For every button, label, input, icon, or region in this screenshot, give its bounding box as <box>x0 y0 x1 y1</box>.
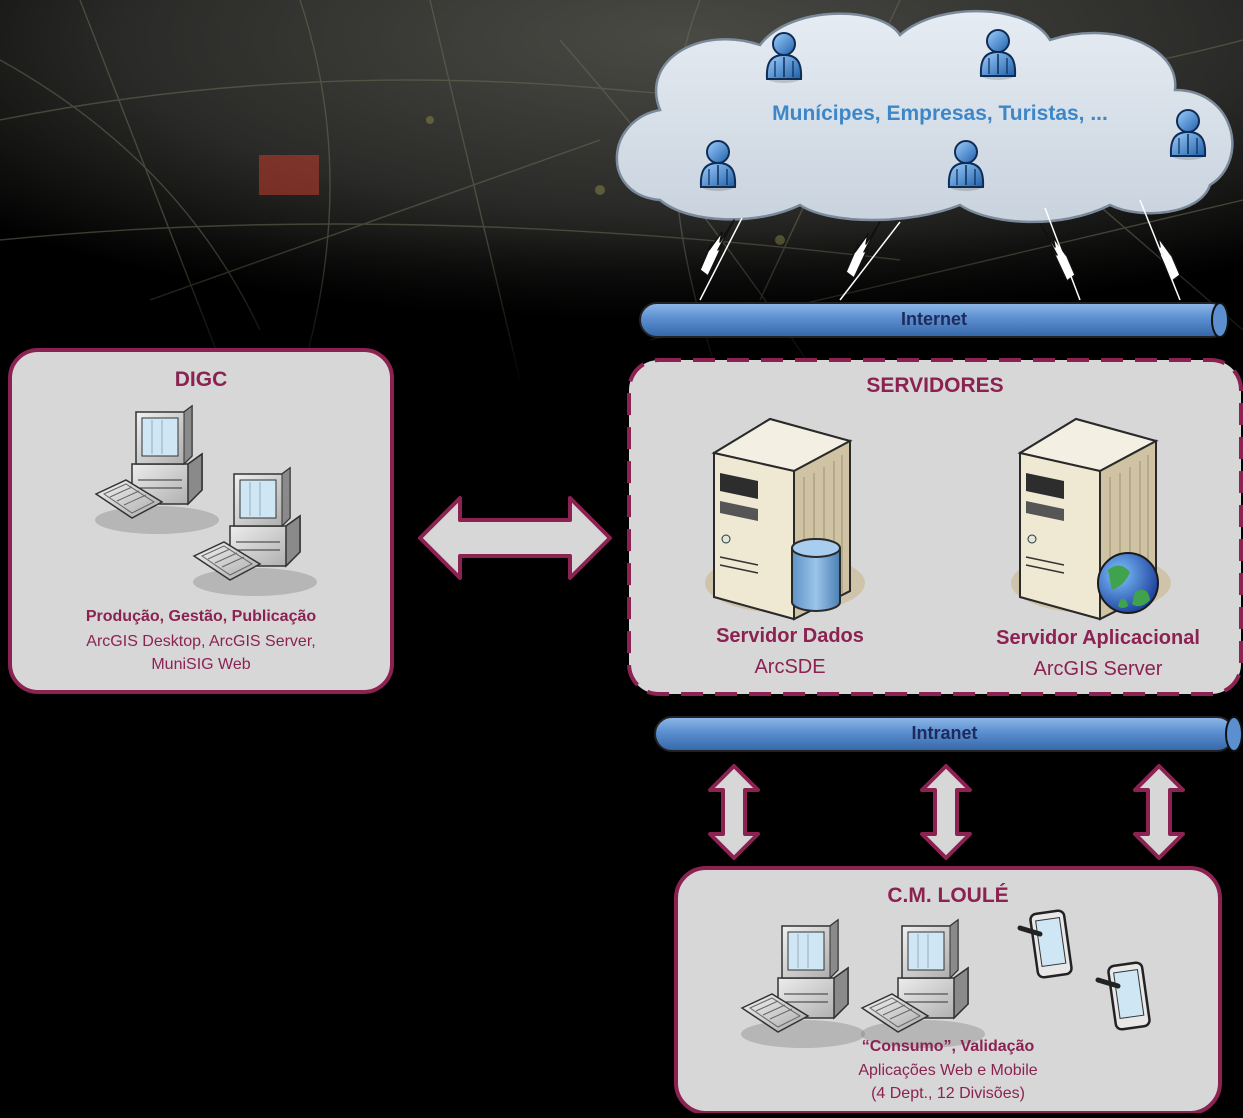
vertical-arrow <box>920 764 972 860</box>
vertical-arrow <box>708 764 760 860</box>
digc-software-line2: MuniSIG Web <box>151 656 251 673</box>
intranet-label: Intranet <box>911 723 978 743</box>
digc-title: DIGC <box>174 368 228 391</box>
intranet-pipe <box>654 716 1243 752</box>
data-server-software: ArcSDE <box>754 656 826 678</box>
app-server-name: Servidor Aplicacional <box>996 627 1200 649</box>
servidores-title: SERVIDORES <box>866 374 1004 397</box>
bidirectional-arrow <box>418 496 612 580</box>
internet-label: Internet <box>900 309 967 329</box>
cm-loule-line1: Aplicações Web e Mobile <box>858 1062 1038 1079</box>
app-server-software: ArcGIS Server <box>1033 658 1163 680</box>
globe-icon <box>1097 552 1159 614</box>
cm-loule-role: “Consumo”, Validação <box>861 1038 1035 1055</box>
digc-software-line1: ArcGIS Desktop, ArcGIS Server, <box>86 633 316 650</box>
data-server-name: Servidor Dados <box>716 625 864 647</box>
internet-pipe <box>639 302 1229 338</box>
cm-loule-line2: (4 Dept., 12 Divisões) <box>871 1085 1025 1102</box>
map-red-block <box>259 155 319 195</box>
database-icon <box>791 538 841 612</box>
cloud-users-label: Munícipes, Empresas, Turistas, ... <box>772 102 1108 125</box>
vertical-arrow <box>1133 764 1185 860</box>
cm-loule-title: C.M. LOULÉ <box>887 884 1009 907</box>
digc-role: Produção, Gestão, Publicação <box>85 608 317 625</box>
